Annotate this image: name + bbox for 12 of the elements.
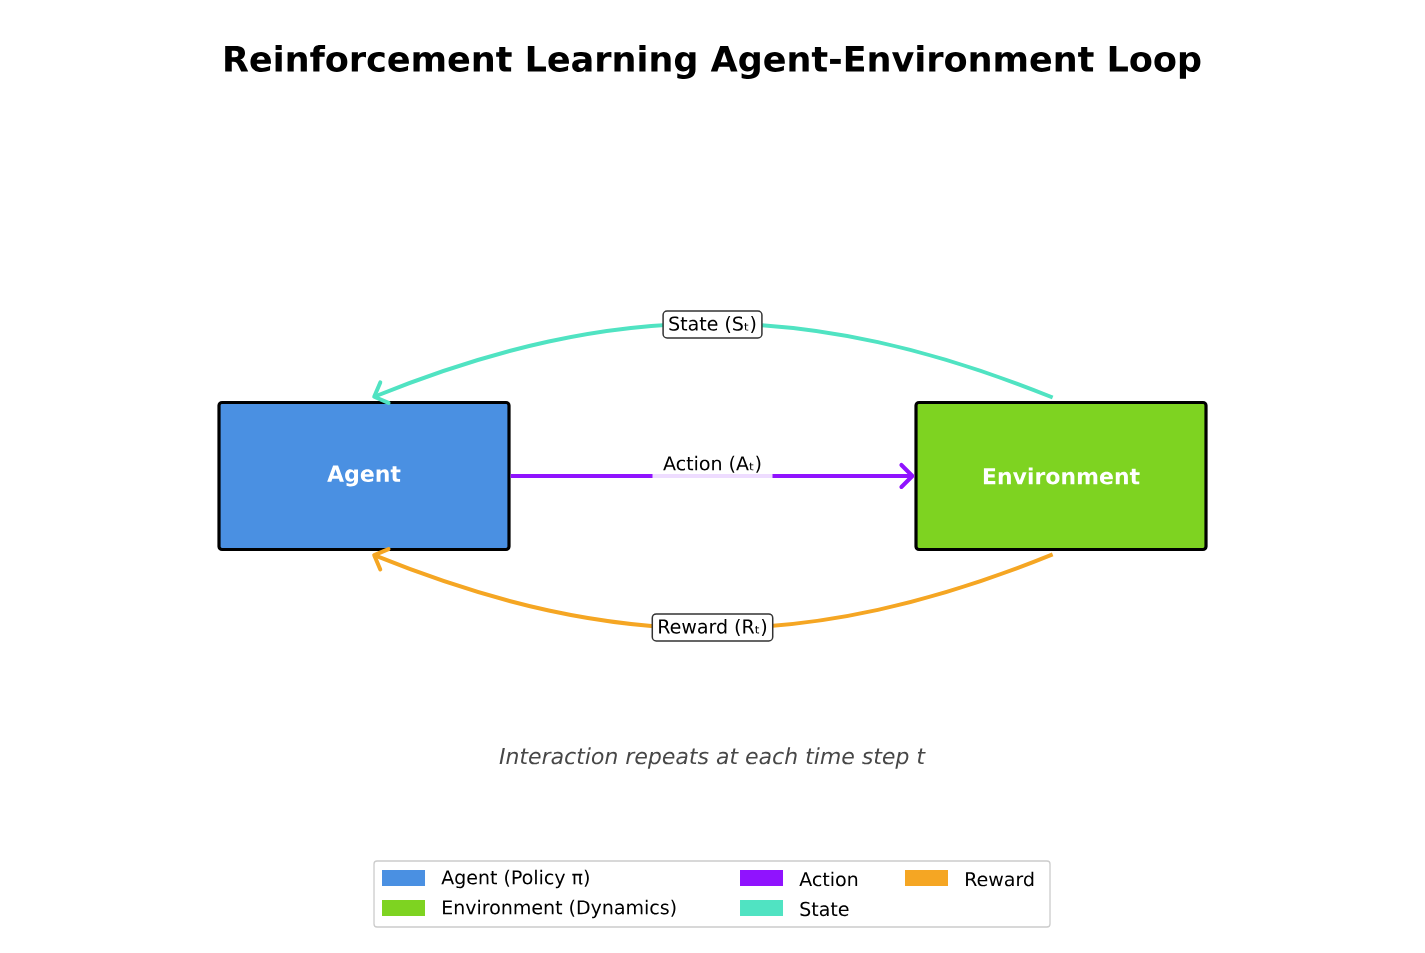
legend-label: Reward: [966, 871, 1034, 887]
edge-label: Action (Aₜ): [663, 455, 761, 473]
legend-label: State: [800, 901, 849, 917]
legend-label: Environment (Dynamics): [443, 899, 676, 919]
legend-label: Action: [799, 871, 858, 887]
edge-label: State (Sₜ): [662, 310, 763, 339]
process-box: Environment: [914, 400, 1208, 552]
edge-label: Reward (Rₜ): [651, 613, 774, 642]
legend-label: Agent (Policy π): [441, 869, 589, 889]
title: Reinforcement Learning Agent-Environment Loop: [225, 44, 1201, 80]
caption: Interaction repeats at each time step t: [499, 747, 926, 769]
process-box: Agent: [217, 400, 511, 552]
